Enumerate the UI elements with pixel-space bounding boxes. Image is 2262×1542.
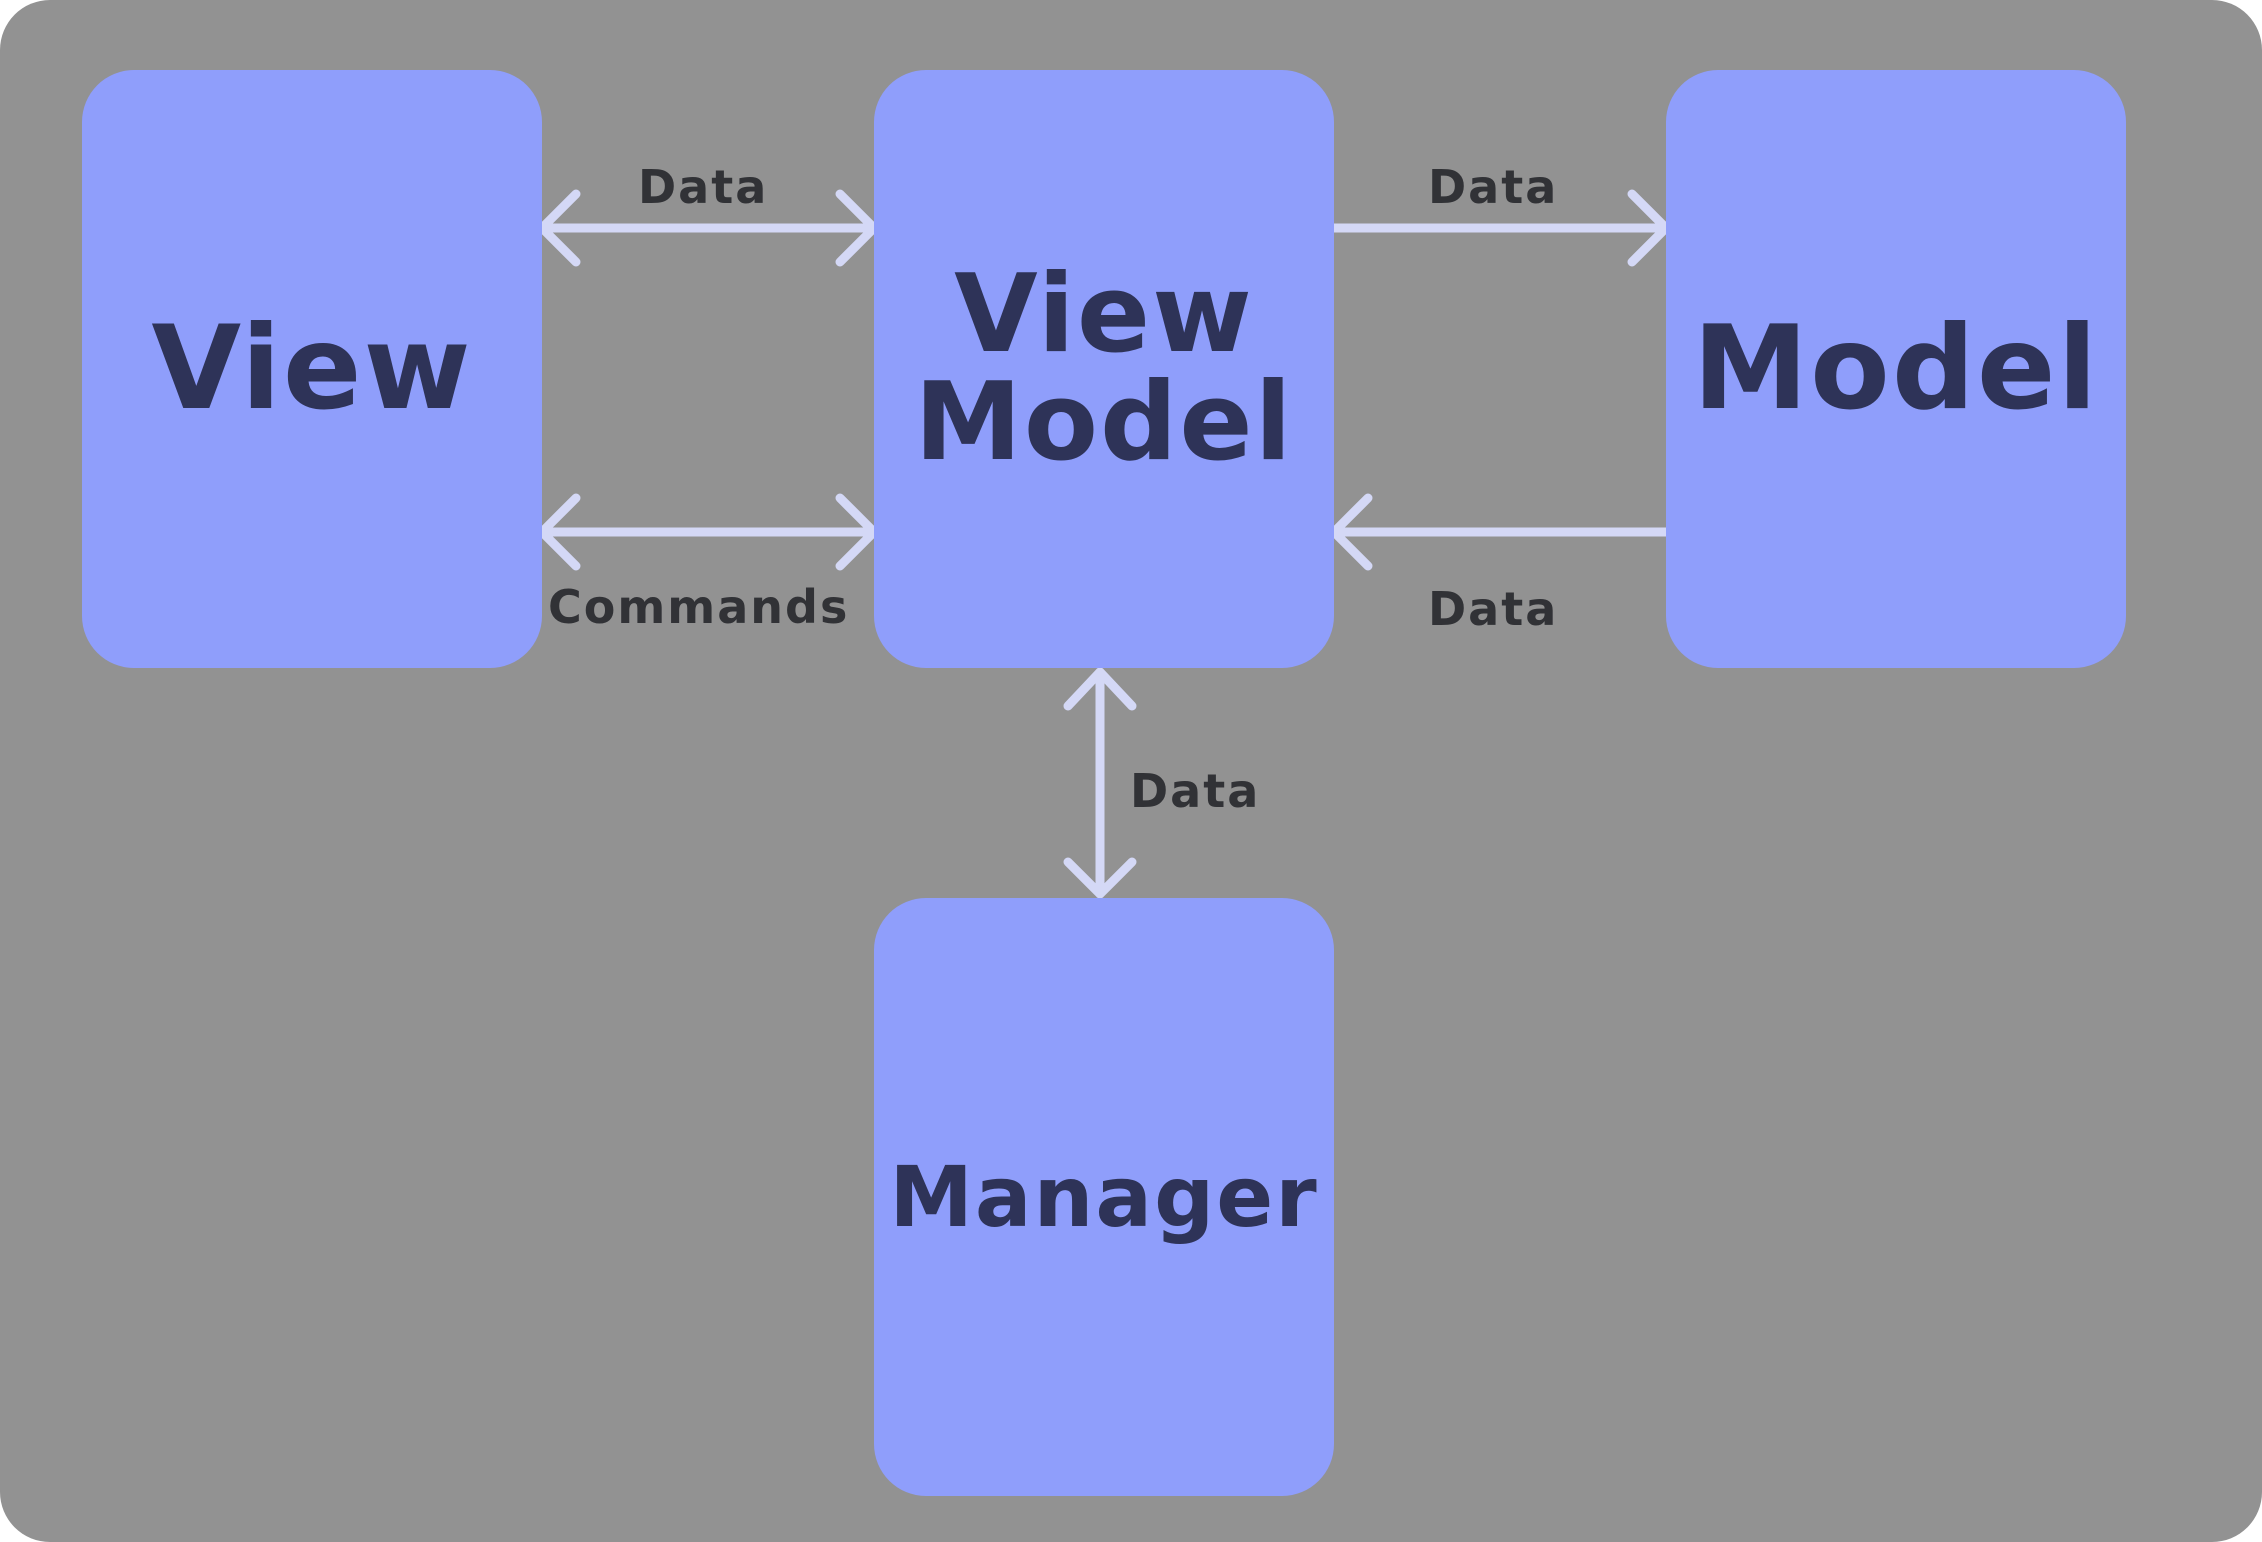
model-box: Model [1666,70,2126,668]
edge-label-view-viewmodel-commands: Commands [548,580,850,634]
manager-label: Manager [889,1148,1319,1246]
edge-label-view-viewmodel-data: Data [638,160,769,214]
viewmodel-label: View Model [914,261,1293,477]
edge-label-model-viewmodel-data: Data [1428,582,1559,636]
view-label: View [151,301,473,436]
model-label: Model [1692,301,2100,436]
view-box: View [82,70,542,668]
edge-label-viewmodel-model-data: Data [1428,160,1559,214]
arrow-view-viewmodel-commands [537,493,879,571]
viewmodel-box: View Model [874,70,1334,668]
arrow-model-viewmodel-data [1329,493,1671,571]
viewmodel-label-line1: View [954,252,1254,377]
manager-box: Manager [874,898,1334,1496]
arrow-viewmodel-manager-data [1063,667,1137,899]
viewmodel-label-line2: Model [914,360,1294,485]
edge-label-viewmodel-manager-data: Data [1130,764,1261,818]
